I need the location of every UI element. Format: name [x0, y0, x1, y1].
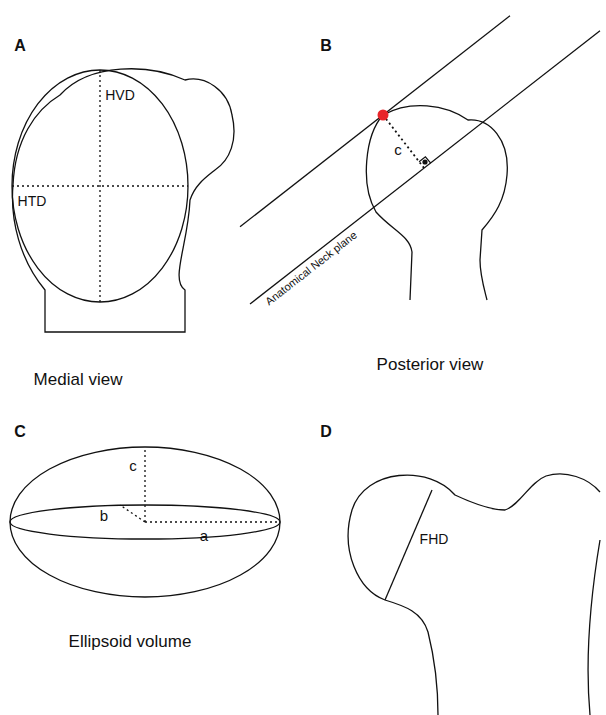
axis-label: b — [100, 508, 108, 525]
tangent-plane — [240, 16, 510, 227]
view-caption: Medial view — [34, 371, 123, 390]
panel-letter: C — [14, 423, 26, 441]
dimension-label: FHD — [420, 532, 449, 547]
vertical-diameter — [99, 70, 100, 302]
transverse-diameter — [12, 185, 188, 186]
head-fit-ellipse — [12, 70, 188, 302]
panel-letter: D — [320, 423, 332, 441]
axis-label: c — [129, 458, 137, 475]
plane-label: Anatomical Neck plane — [262, 229, 358, 308]
ellipsoid-outline — [10, 447, 280, 597]
axis-label: a — [200, 528, 208, 545]
foot-point — [422, 159, 427, 164]
view-caption: Posterior view — [377, 356, 484, 375]
view-caption: Ellipsoid volume — [69, 633, 192, 652]
humeral-head-outline — [12, 69, 234, 332]
semi-axis-a — [145, 521, 280, 522]
dimension-label: HVD — [105, 88, 135, 103]
dimension-label: c — [394, 142, 402, 159]
femur-outline — [348, 474, 600, 715]
anatomical-neck-plane — [250, 31, 600, 304]
tangent-point — [378, 110, 389, 121]
semi-axis-b — [120, 505, 145, 522]
semi-axis-c — [144, 447, 145, 522]
panel-letter: B — [320, 37, 332, 55]
height-c — [383, 115, 424, 168]
panel-letter: A — [14, 37, 26, 55]
humeral-head-posterior — [366, 106, 507, 300]
dimension-label: HTD — [18, 194, 47, 209]
